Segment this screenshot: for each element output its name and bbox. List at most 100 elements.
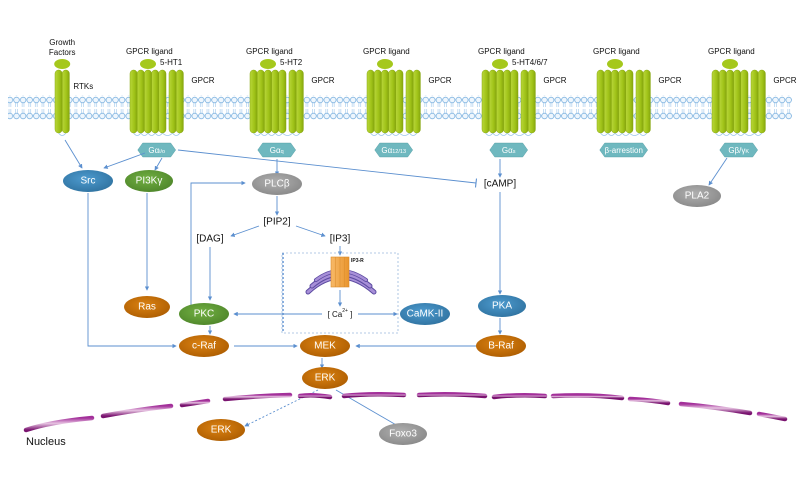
node-erk-nuclear[interactable]: ERK [197,419,245,441]
transmembrane-helix [740,69,749,134]
receptor-loop [729,132,738,136]
receptor-loop [614,132,623,136]
node-erk-nuclear-label: ERK [211,425,232,436]
transmembrane-helix [726,69,734,134]
node-pka-label: PKA [492,301,512,312]
receptor-label: GPCR [191,76,214,85]
ligand-label: GPCR ligand [593,47,640,56]
nucleus-label: Nucleus [26,436,66,448]
nuclear-envelope-segment [756,411,788,422]
ligand-rtk[interactable] [54,59,71,69]
transmembrane-helix [733,69,742,134]
transmembrane-helix [395,69,404,134]
receptor-loop [58,132,67,136]
receptor-loop [370,132,379,136]
receptor-label: GPCR [658,76,681,85]
receptor-loop [736,132,745,136]
node-pi3k[interactable]: PI3Kγ [125,170,173,192]
transmembrane-helix [175,69,184,134]
transmembrane-helix [54,69,63,134]
receptor-loop [172,132,181,136]
node-pkc[interactable]: PKC [179,303,229,325]
nuclear-envelope-segment [179,398,211,408]
node-pka[interactable]: PKA [478,295,526,317]
g-protein-ht2[interactable] [257,142,296,158]
node-ras-label: Ras [138,302,156,313]
edge-gio-src [103,152,146,169]
node-erk[interactable]: ERK [302,367,348,389]
ligand-ht2[interactable] [260,59,276,69]
ligand-label: GPCR ligand [478,47,525,56]
g-protein-label: Gαs [502,146,516,156]
transmembrane-helix [381,69,389,134]
node-mek[interactable]: MEK [300,335,350,357]
ligand-ht467[interactable] [492,59,508,69]
node-src-label: Src [81,176,96,187]
ligand-g1213[interactable] [377,59,393,69]
transmembrane-helix [625,69,634,134]
nuclear-envelope-segment [627,396,671,406]
calcium-superscript: 2+ [342,308,348,314]
ligand-arr[interactable] [607,59,623,69]
transmembrane-helix [278,69,287,134]
node-ras[interactable]: Ras [124,296,170,318]
transmembrane-helix [249,69,258,134]
node-camk[interactable]: CaMK-II [400,303,450,325]
g-protein-ht1[interactable] [137,142,176,158]
receptor-loop [292,132,301,136]
g-protein-label: Gβ/γK [728,146,749,156]
node-pkc-label: PKC [194,309,215,320]
transmembrane-helix [488,69,497,134]
transmembrane-helix [611,69,619,134]
transmembrane-helix [412,69,421,134]
receptor-loop [384,132,393,136]
g-protein-label: Gαi/o [148,146,165,156]
g-protein-label: Gα12/13 [381,146,406,156]
receptor-loop [377,132,386,136]
node-plcb[interactable]: PLCβ [252,173,302,195]
ligand-ht1[interactable] [140,59,156,69]
g-protein-arr[interactable] [599,142,648,158]
receptor-loop [282,132,293,136]
g-protein-gby[interactable] [719,142,758,158]
node-pla2[interactable]: PLA2 [673,185,721,207]
transmembrane-helix [481,69,490,134]
transmembrane-helix [61,69,70,134]
transmembrane-helix [596,69,605,134]
receptor-label: GPCR [543,76,566,85]
node-foxo3[interactable]: Foxo3 [379,423,427,445]
ligand-label-line1: Growth [49,38,75,47]
receptor-loop [621,132,630,136]
receptor-loop [162,132,173,136]
transmembrane-helix [642,69,651,134]
nuclear-envelope-segment [550,393,625,401]
ligand-gby[interactable] [722,59,738,69]
transmembrane-helix [264,69,272,134]
ligand-label: GPCR ligand [246,47,293,56]
edge-pip2-ip3 [295,225,326,237]
nodes-layer: Src PI3Kγ PLCβ PLA2 Ras PKC CaMK-II PKA [63,170,721,445]
nuclear-envelope [23,391,788,433]
transmembrane-helix [151,69,160,134]
ligand-label: GPCR ligand [363,47,410,56]
node-src[interactable]: Src [63,170,113,192]
node-braf[interactable]: B-Raf [476,335,526,357]
g-protein-ht467[interactable] [489,142,528,158]
calcium-store-box: IP3-R [ Ca2+ ] [281,252,399,334]
transmembrane-helix [635,69,644,134]
receptor-loop [744,132,755,136]
g-protein-g1213[interactable] [374,142,413,158]
transmembrane-helix [503,69,512,134]
node-craf[interactable]: c-Raf [179,335,229,357]
nuclear-envelope-segment [341,391,407,399]
edge-src-craf [87,193,177,349]
nuclear-envelope-segment [491,392,548,400]
